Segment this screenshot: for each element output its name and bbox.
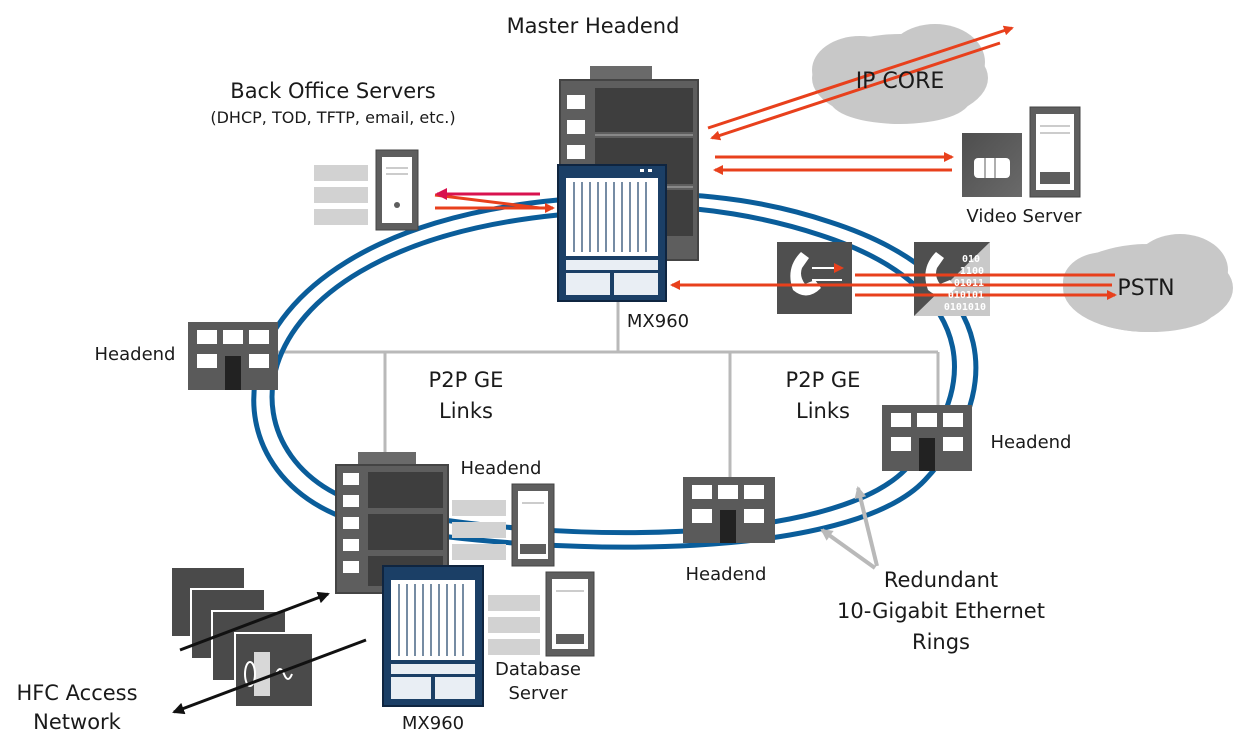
softswitch-gateway	[914, 242, 990, 316]
rings-line1: Redundant	[884, 568, 998, 592]
headend-bottom-left-label: Headend	[461, 458, 542, 479]
ring-pointer-1	[820, 528, 877, 570]
ip-core-cloud	[812, 24, 988, 124]
headend-right-label: Headend	[991, 432, 1072, 453]
headend-building-bottom-mid	[683, 477, 775, 543]
headend-servers-bottom	[452, 483, 555, 567]
rings-line2: 10-Gigabit Ethernet	[837, 599, 1045, 623]
p2p-left-line1: P2P GE	[429, 368, 504, 392]
pstn-label: PSTN	[1117, 276, 1174, 301]
p2p-right-line2: Links	[796, 399, 850, 423]
database-line1: Database	[495, 659, 581, 680]
headend-left-label: Headend	[95, 344, 176, 365]
binary-row-5: 0101010	[944, 302, 986, 313]
binary-row-3: 01011	[954, 278, 984, 289]
hfc-line2: Network	[33, 710, 122, 734]
mx960-top-label: MX960	[627, 311, 689, 332]
hfc-line1: HFC Access	[16, 681, 137, 705]
pstn-cloud	[1063, 234, 1233, 332]
video-server	[962, 106, 1081, 198]
rings-line3: Rings	[912, 630, 970, 654]
binary-row-4: 010101	[948, 290, 984, 301]
headend-building-right	[882, 405, 972, 471]
back-office-servers	[314, 149, 419, 231]
ip-core-label: IP CORE	[856, 69, 945, 94]
p2p-right-line1: P2P GE	[786, 368, 861, 392]
signal-arrows	[434, 25, 1117, 300]
database-line2: Server	[508, 683, 568, 704]
p2p-links	[268, 300, 940, 478]
mx960-router-bottom	[382, 565, 484, 707]
back-office-subtitle: (DHCP, TOD, TFTP, email, etc.)	[210, 108, 455, 127]
binary-row-2: 1100	[960, 266, 984, 277]
headend-bottom-mid-label: Headend	[686, 564, 767, 585]
back-office-title: Back Office Servers	[230, 79, 435, 103]
hfc-arrow-down	[172, 638, 367, 715]
hfc-arrow-up	[179, 591, 330, 652]
voice-gateway	[777, 242, 852, 314]
master-headend-label: Master Headend	[507, 14, 680, 38]
mx960-bottom-label: MX960	[402, 713, 464, 734]
video-server-label: Video Server	[966, 206, 1082, 227]
binary-row-1: 010	[962, 254, 980, 265]
database-server	[488, 571, 595, 657]
ring-pointer-2	[854, 486, 879, 567]
mx960-router-top	[557, 164, 667, 302]
headend-building-left	[188, 322, 278, 390]
p2p-left-line2: Links	[439, 399, 493, 423]
